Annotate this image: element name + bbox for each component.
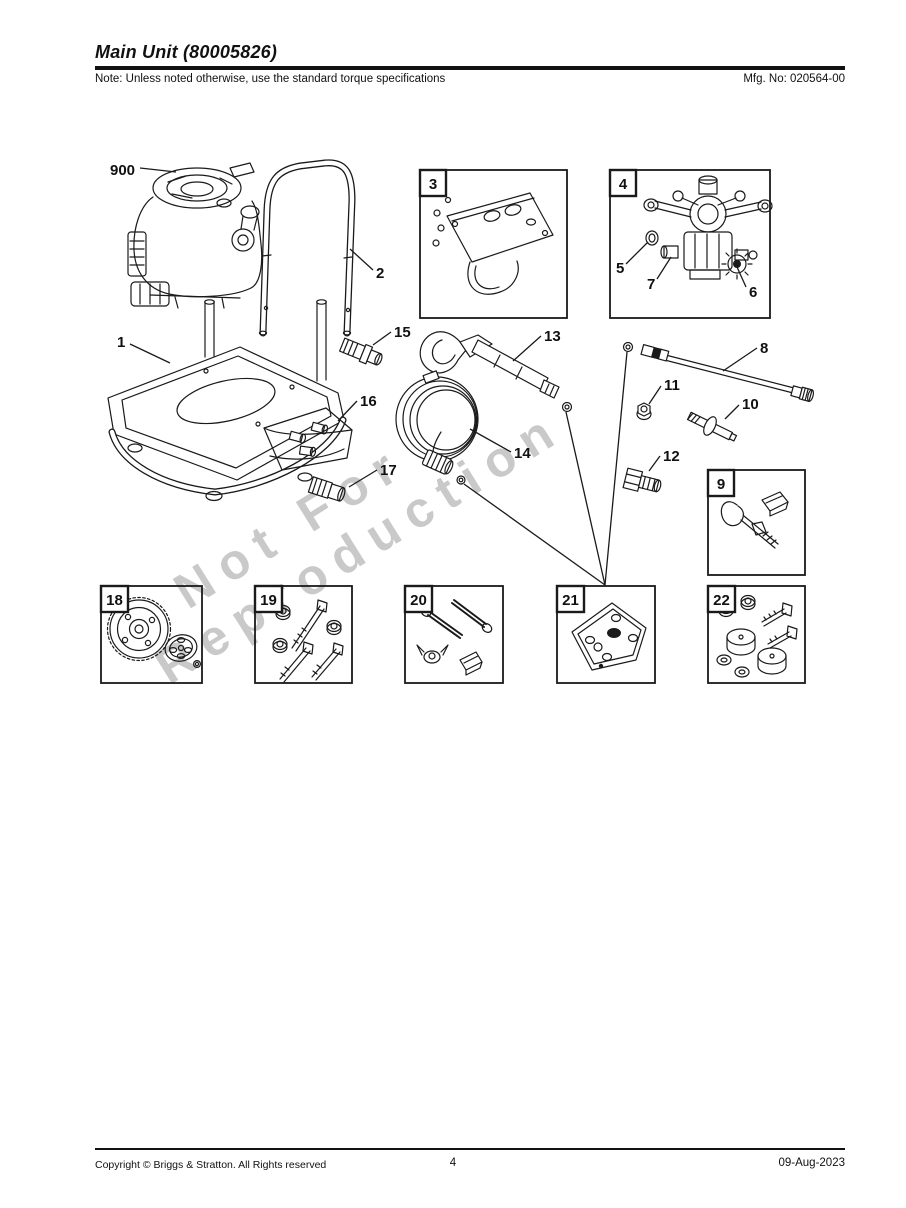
handle-art [258, 159, 356, 337]
box-label-3: 3 [429, 176, 437, 193]
nut-11-art [636, 402, 652, 421]
callout-11: 11 [664, 377, 680, 394]
engine-art [127, 162, 263, 309]
callout-14: 14 [514, 445, 531, 462]
box-label-22: 22 [713, 592, 730, 609]
torque-note: Note: Unless noted otherwise, use the st… [95, 73, 446, 85]
hose-art [395, 370, 479, 485]
plug-12-art [622, 467, 662, 493]
callout-13: 13 [544, 328, 561, 345]
kit-box-4 [609, 169, 773, 319]
axle-10-art [686, 411, 738, 442]
callout-labels: 900 1 2 5 7 6 8 15 13 16 11 10 14 12 17 [110, 162, 768, 479]
kit-box-21 [556, 585, 656, 684]
box-number-labels: 3 4 9 18 19 20 21 22 [99, 168, 737, 614]
watermark-text: Not For Reproduction [145, 399, 572, 695]
footer-page-number: 4 [449, 1157, 457, 1169]
mfg-number: Mfg. No: 020564-00 [743, 73, 845, 85]
callout-17: 17 [380, 462, 397, 479]
callout-7: 7 [647, 276, 655, 293]
header-rule [95, 66, 845, 70]
fitting-15-art [339, 337, 383, 366]
lance-art [622, 341, 814, 403]
kit-box-22 [707, 585, 806, 684]
fitting-17-art [307, 476, 346, 502]
leader-lines [129, 167, 758, 586]
spray-gun-art [419, 331, 573, 413]
callout-2: 2 [376, 265, 384, 282]
box-label-19: 19 [260, 592, 277, 609]
callout-8: 8 [760, 340, 768, 357]
page-title: Main Unit (80005826) [95, 42, 278, 62]
box-label-4: 4 [619, 176, 628, 193]
kit-box-3 [419, 169, 568, 319]
kit-box-18 [100, 585, 203, 684]
callout-10: 10 [742, 396, 759, 413]
callout-1: 1 [117, 334, 125, 351]
box-label-18: 18 [106, 592, 123, 609]
box-label-21: 21 [562, 592, 579, 609]
bag-kit-16-art [263, 407, 353, 471]
callout-900: 900 [110, 162, 135, 179]
footer-rule [95, 1148, 845, 1150]
frame-art [107, 299, 347, 502]
callout-6: 6 [749, 284, 757, 301]
kit-box-9 [707, 469, 806, 576]
callout-16: 16 [360, 393, 377, 410]
footer-copyright: Copyright © Briggs & Stratton. All Right… [95, 1159, 327, 1171]
kit-box-20 [404, 585, 504, 684]
callout-15: 15 [394, 324, 411, 341]
footer-date: 09-Aug-2023 [778, 1157, 846, 1169]
box-label-9: 9 [717, 476, 725, 493]
callout-5: 5 [616, 260, 624, 277]
callout-12: 12 [663, 448, 680, 465]
kit-box-19 [254, 585, 353, 684]
box-label-20: 20 [410, 592, 427, 609]
